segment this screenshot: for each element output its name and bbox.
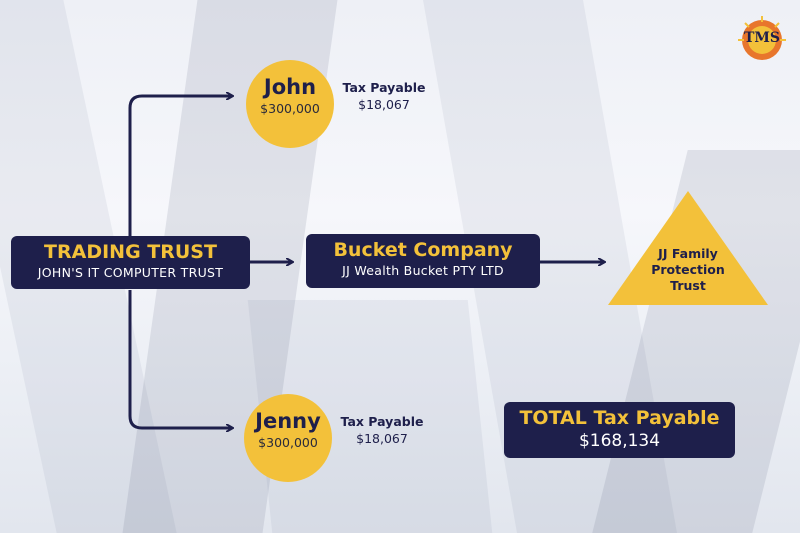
arrow-to-john [128,96,232,236]
john-tax-label: Tax Payable [342,80,426,95]
logo-text: TMS [743,30,781,46]
trading-trust-subtitle: JOHN'S IT COMPUTER TRUST [37,265,224,280]
jenny-name: Jenny [255,409,321,433]
sun-logo-icon [738,16,786,60]
trading-trust-title: TRADING TRUST [44,241,217,263]
bucket-company-subtitle: JJ Wealth Bucket PTY LTD [342,263,504,278]
john-circle: John $300,000 [246,60,334,148]
family-trust-line3: Trust [670,278,706,293]
total-tax-value: $168,134 [578,431,661,451]
jenny-amount: $300,000 [258,435,318,450]
john-tax: Tax Payable $18,067 [334,79,434,113]
family-trust-line2: Protection [651,262,725,277]
john-tax-value: $18,067 [358,97,410,112]
trading-trust-box: TRADING TRUST JOHN'S IT COMPUTER TRUST [11,236,250,289]
john-amount: $300,000 [260,101,320,116]
family-trust-label: JJ Family Protection Trust [618,246,758,294]
bucket-company-title: Bucket Company [333,239,513,261]
john-name: John [263,75,317,99]
total-tax-label: TOTAL Tax Payable [519,407,720,429]
jenny-tax: Tax Payable $18,067 [332,413,432,447]
arrow-to-jenny [128,290,232,428]
bucket-company-box: Bucket Company JJ Wealth Bucket PTY LTD [306,234,540,288]
jenny-tax-label: Tax Payable [340,414,424,429]
jenny-tax-value: $18,067 [356,431,408,446]
jenny-circle: Jenny $300,000 [244,394,332,482]
tms-logo: TMS [736,14,788,66]
family-trust-line1: JJ Family [658,246,718,261]
family-trust-triangle [608,191,768,305]
total-tax-box: TOTAL Tax Payable $168,134 [504,402,735,458]
